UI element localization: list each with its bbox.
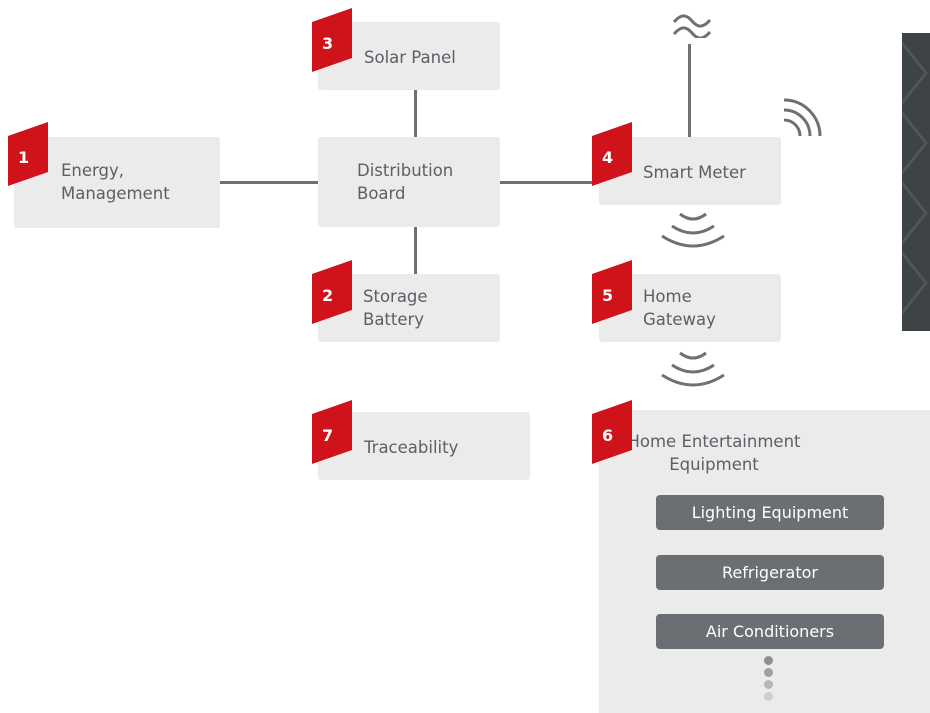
equipment-item-refrigerator: Refrigerator xyxy=(656,555,884,590)
energy-management-node: Energy, Management xyxy=(14,137,220,228)
gateway-label: Home Gateway xyxy=(643,287,716,329)
wireless-waves-icon xyxy=(661,212,725,248)
badge-6: 6 xyxy=(592,400,632,464)
line-energy-distribution xyxy=(220,181,318,184)
line-solar-distribution xyxy=(414,90,417,137)
badge-4: 4 xyxy=(592,122,632,186)
equipment-item-lighting: Lighting Equipment xyxy=(656,495,884,530)
wireless-waves-icon-2 xyxy=(661,351,725,387)
side-image-panel xyxy=(902,33,930,331)
energy-label: Energy, Management xyxy=(61,161,170,203)
wave-icon xyxy=(672,14,712,38)
more-dot xyxy=(764,656,773,665)
storage-label: Storage Battery xyxy=(363,287,428,329)
badge-5: 5 xyxy=(592,260,632,324)
badge-2: 2 xyxy=(312,260,352,324)
more-dot xyxy=(764,668,773,677)
distribution-board-node: Distribution Board xyxy=(318,137,500,227)
signal-icon xyxy=(783,98,822,137)
more-dot xyxy=(764,680,773,689)
line-distribution-smartmeter xyxy=(500,181,599,184)
badge-7: 7 xyxy=(312,400,352,464)
traceability-label: Traceability xyxy=(364,438,459,457)
badge-3: 3 xyxy=(312,8,352,72)
smart-meter-label: Smart Meter xyxy=(643,163,746,182)
solar-panel-label: Solar Panel xyxy=(364,48,456,67)
entertainment-label: Home Entertainment Equipment xyxy=(627,432,801,474)
home-gateway-node: Home Gateway xyxy=(599,274,781,342)
line-distribution-storage xyxy=(414,227,417,274)
line-antenna xyxy=(688,44,691,137)
more-dot xyxy=(764,692,773,701)
equipment-item-air-conditioners: Air Conditioners xyxy=(656,614,884,649)
badge-1: 1 xyxy=(8,122,48,186)
traceability-node: Traceability xyxy=(318,412,530,480)
distribution-label: Distribution Board xyxy=(357,161,454,203)
